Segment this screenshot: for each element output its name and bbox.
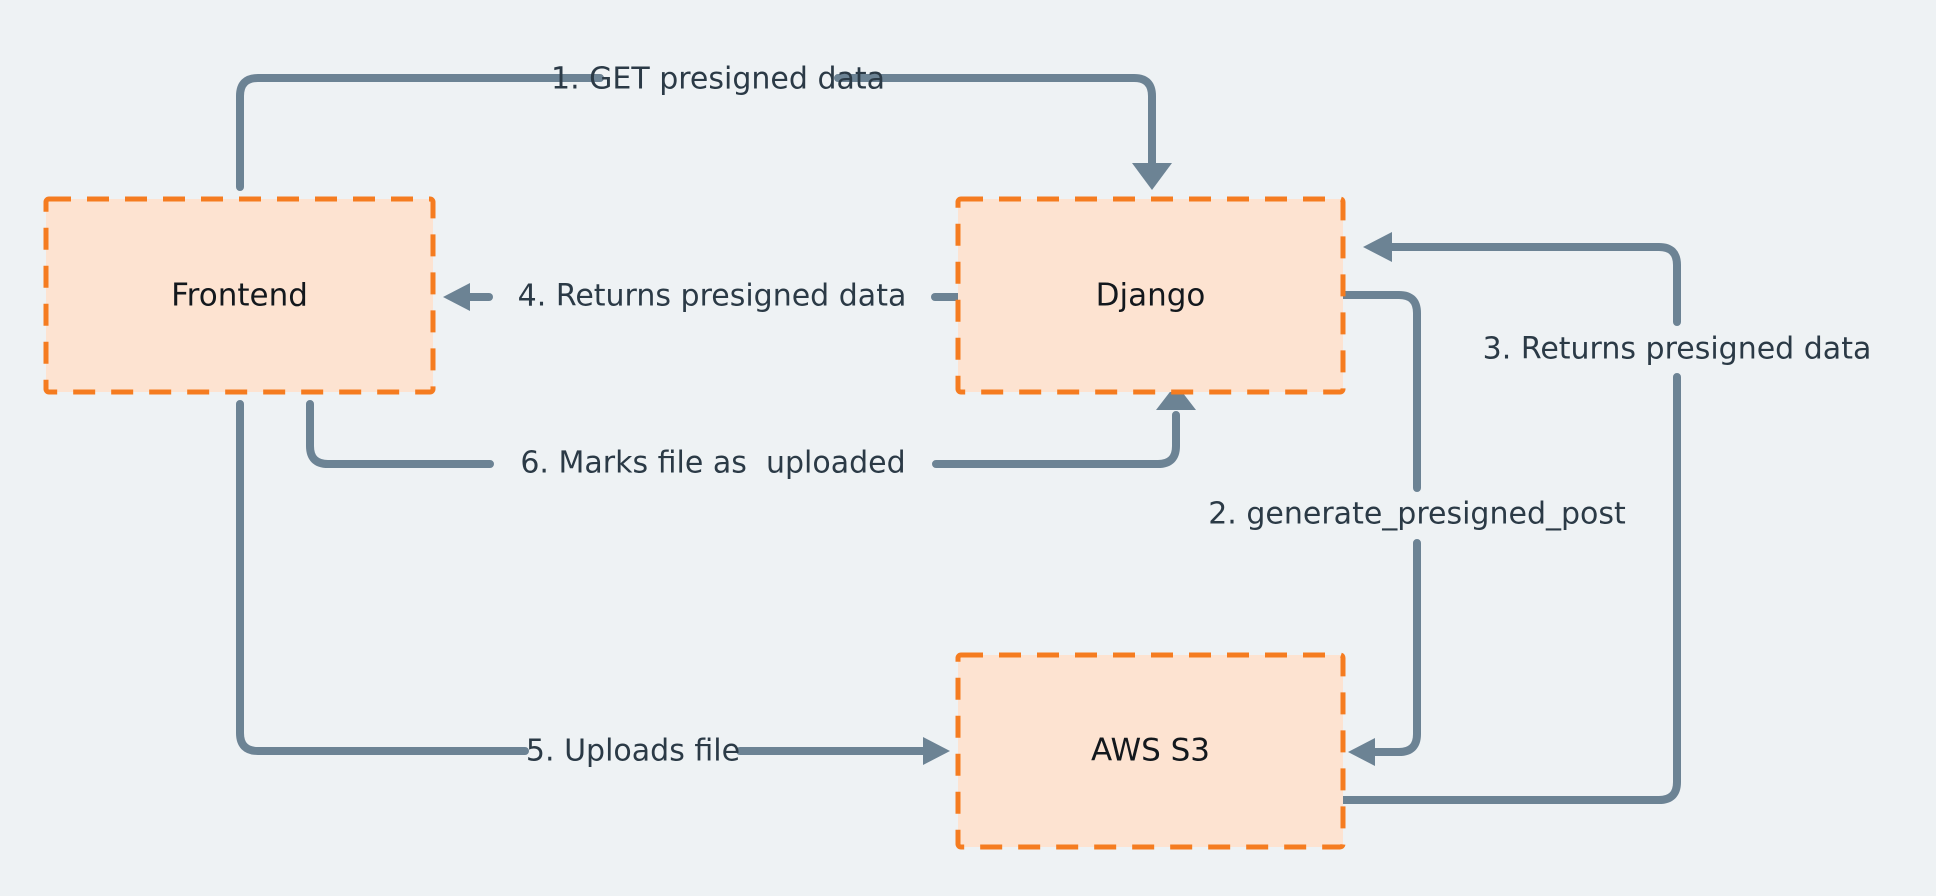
edge-6-label: 6. Marks file as uploaded (520, 446, 905, 481)
node-aws-s3-rect[interactable] (955, 652, 1346, 850)
edge-1-get-presigned-data (236, 74, 1172, 191)
edge-3-returns-presigned-data (1339, 232, 1681, 804)
edge-6-arrowhead (1156, 384, 1196, 410)
edge-1-arrowhead (1132, 163, 1172, 190)
edge-3-label: 3. Returns presigned data (1483, 332, 1872, 367)
node-frontend-rect[interactable] (43, 196, 436, 395)
edge-5-arrowhead (923, 737, 950, 765)
node-frontend[interactable]: Frontend (43, 196, 436, 395)
node-aws-s3-label: AWS S3 (1091, 733, 1210, 769)
node-django-label: Django (1096, 278, 1206, 314)
edge-3-arrowhead (1363, 232, 1392, 262)
edge-5-uploads-file (236, 400, 950, 765)
node-django-rect[interactable] (955, 196, 1346, 395)
node-frontend-label: Frontend (171, 278, 308, 314)
edge-3-path-a (1339, 373, 1681, 804)
node-django[interactable]: Django (955, 196, 1346, 395)
edge-1-path-b (834, 74, 1156, 172)
edge-2-path-b (1369, 539, 1421, 756)
edge-2-generate-presigned-post (1339, 291, 1421, 766)
edge-4-arrowhead (443, 283, 470, 311)
edge-1-label: 1. GET presigned data (551, 62, 885, 97)
edge-3-path-b (1386, 243, 1681, 326)
edge-4-returns-presigned-data (443, 283, 962, 311)
edge-5-label: 5. Uploads file (526, 734, 740, 769)
edge-6-path-a (306, 400, 494, 468)
edge-5-path-a (236, 400, 529, 755)
edge-2-path-a (1339, 291, 1421, 492)
node-aws-s3[interactable]: AWS S3 (955, 652, 1346, 850)
edge-6-path-b (932, 411, 1180, 468)
edge-4-label: 4. Returns presigned data (518, 279, 907, 314)
edge-1-path (236, 74, 604, 191)
edge-6-marks-file-as-uploaded (306, 384, 1196, 468)
edge-2-arrowhead (1348, 738, 1375, 766)
edge-2-label: 2. generate_presigned_post (1208, 497, 1626, 532)
